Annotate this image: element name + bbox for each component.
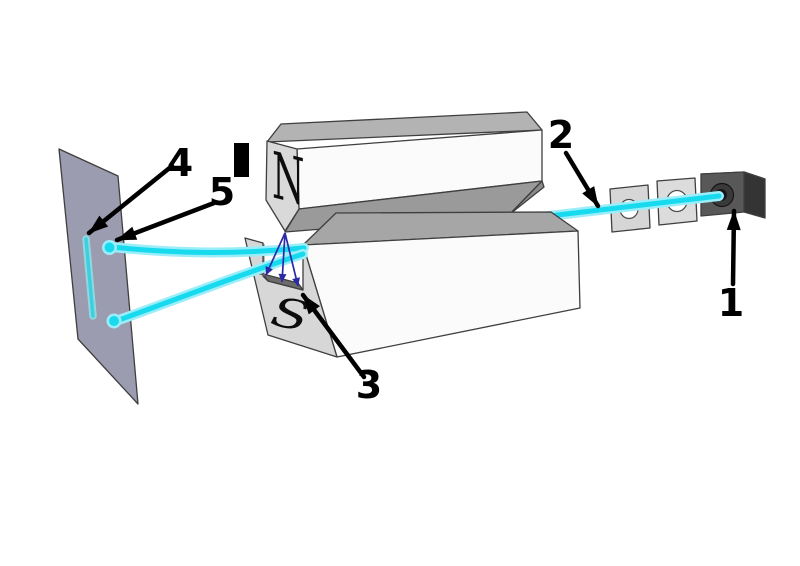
callout-label-4: 4 xyxy=(167,141,193,185)
beam-spin-down xyxy=(111,249,308,326)
classical-result-line xyxy=(82,235,97,320)
atom-beam xyxy=(544,191,724,221)
magnet-north-face xyxy=(265,140,300,232)
callout-label-1: 1 xyxy=(718,281,744,325)
beam-profile-mark xyxy=(234,143,249,177)
callout-arrow-5 xyxy=(114,200,217,243)
observed-spot-lower xyxy=(106,313,122,329)
callout-arrow-4 xyxy=(86,163,175,236)
magnet-south-bar: S xyxy=(244,211,581,358)
callout-arrow-1 xyxy=(726,208,741,287)
observed-spot-upper xyxy=(102,240,117,255)
callout-label-3: 3 xyxy=(356,363,382,407)
callout-arrows xyxy=(86,150,741,380)
callout-label-2: 2 xyxy=(548,113,574,157)
beam-spin-up xyxy=(107,242,309,258)
magnetic-field-arrows xyxy=(265,232,300,287)
magnet-north-bar: N xyxy=(265,111,545,233)
callout-arrow-2 xyxy=(563,150,601,209)
callout-arrow-3 xyxy=(300,292,367,380)
detector-screen xyxy=(58,148,139,405)
north-pole-label: N xyxy=(272,139,304,221)
callout-label-5: 5 xyxy=(209,170,235,214)
